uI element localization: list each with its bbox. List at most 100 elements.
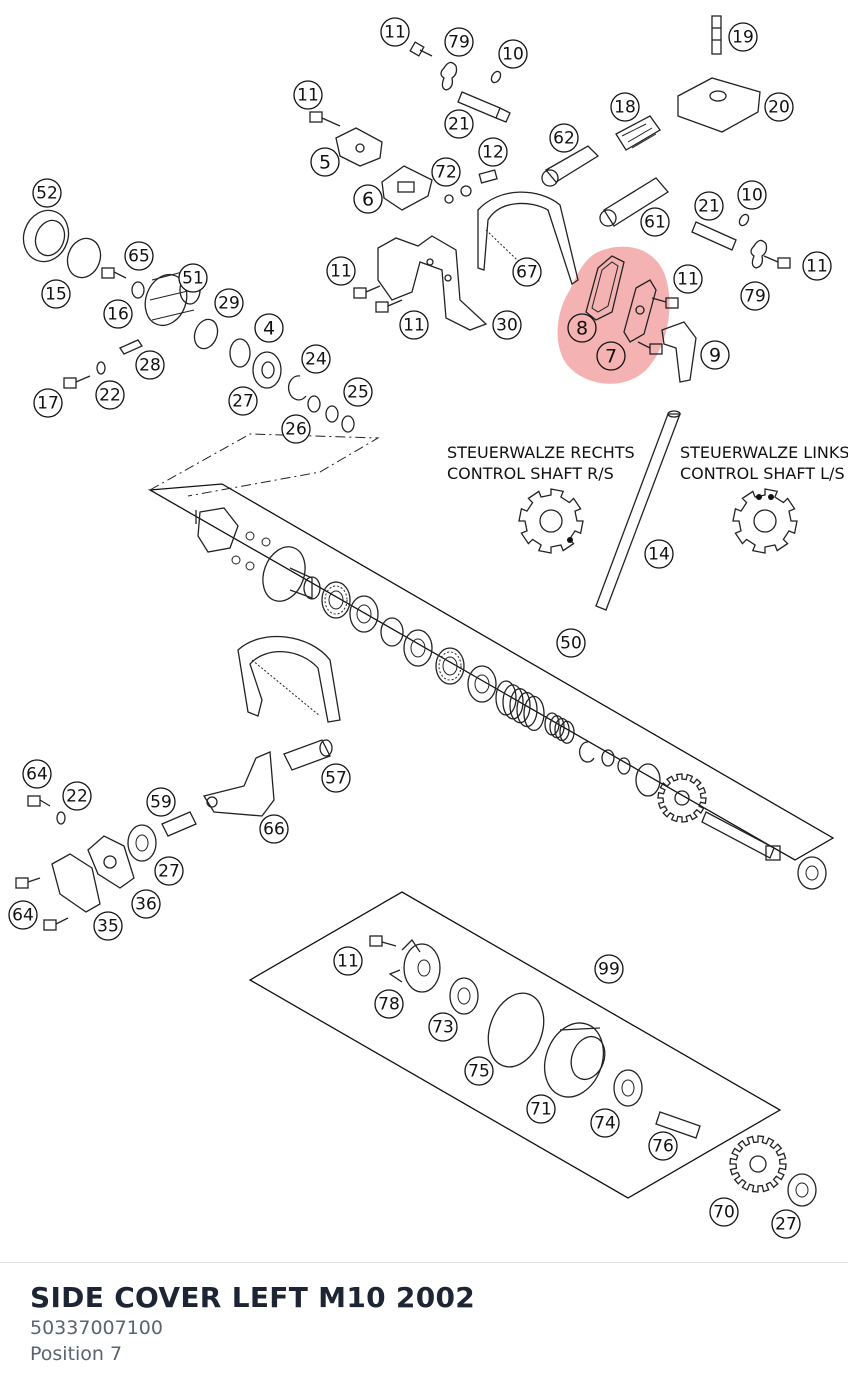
callout-36[interactable]: 36 [131, 889, 161, 919]
gear-part-70 [729, 1135, 787, 1193]
callout-7[interactable]: 7 [596, 341, 626, 371]
callout-57[interactable]: 57 [321, 763, 351, 793]
callout-20[interactable]: 20 [764, 92, 794, 122]
callout-22[interactable]: 22 [95, 380, 125, 410]
callout-27[interactable]: 27 [228, 386, 258, 416]
callout-10[interactable]: 10 [498, 39, 528, 69]
bolt-part-64a [27, 795, 51, 807]
shaft-right-label-de: STEUERWALZE RECHTS [447, 443, 635, 462]
callout-62[interactable]: 62 [549, 123, 579, 153]
callout-22[interactable]: 22 [62, 781, 92, 811]
gasket-part-7 [623, 279, 657, 343]
assembly-frame-99 [248, 891, 782, 1199]
callout-66[interactable]: 66 [259, 814, 289, 844]
callout-11[interactable]: 11 [380, 17, 410, 47]
callout-16[interactable]: 16 [103, 299, 133, 329]
ring-part-72b [444, 194, 454, 204]
oring-part-75 [487, 992, 545, 1068]
svg-text:26: 26 [285, 420, 307, 440]
svg-text:99: 99 [598, 960, 620, 980]
callout-5[interactable]: 5 [310, 147, 340, 177]
callout-11[interactable]: 11 [399, 310, 429, 340]
svg-text:64: 64 [26, 765, 48, 785]
svg-text:73: 73 [432, 1018, 454, 1038]
svg-text:78: 78 [378, 995, 400, 1015]
svg-text:66: 66 [263, 820, 285, 840]
callout-10[interactable]: 10 [737, 180, 767, 210]
bearing-part-74 [613, 1069, 643, 1107]
svg-text:11: 11 [297, 86, 319, 106]
callout-8[interactable]: 8 [567, 313, 597, 343]
bearing-part-27c [797, 856, 827, 890]
callout-74[interactable]: 74 [590, 1108, 620, 1138]
tube-part-14 [595, 413, 681, 611]
svg-text:59: 59 [150, 793, 172, 813]
callout-6[interactable]: 6 [353, 184, 383, 214]
callout-79[interactable]: 79 [740, 281, 770, 311]
svg-text:20: 20 [768, 98, 790, 118]
callout-18[interactable]: 18 [610, 92, 640, 122]
callout-76[interactable]: 76 [648, 1131, 678, 1161]
svg-text:18: 18 [614, 98, 636, 118]
callout-26[interactable]: 26 [281, 414, 311, 444]
callout-72[interactable]: 72 [431, 157, 461, 187]
callout-11[interactable]: 11 [293, 80, 323, 110]
callout-12[interactable]: 12 [478, 137, 508, 167]
svg-text:6: 6 [362, 189, 374, 211]
callout-67[interactable]: 67 [512, 257, 542, 287]
svg-text:52: 52 [36, 184, 58, 204]
callout-11[interactable]: 11 [673, 264, 703, 294]
callout-21[interactable]: 21 [444, 109, 474, 139]
callout-35[interactable]: 35 [93, 911, 123, 941]
callout-59[interactable]: 59 [146, 787, 176, 817]
callout-24[interactable]: 24 [301, 344, 331, 374]
callout-25[interactable]: 25 [343, 377, 373, 407]
gasket-part-35 [51, 853, 101, 913]
part-position: Position 7 [30, 1343, 123, 1365]
callout-11[interactable]: 11 [326, 256, 356, 286]
callout-65[interactable]: 65 [124, 241, 154, 271]
bolt-part-11h [369, 935, 397, 947]
shaft-part-21b [691, 221, 737, 251]
svg-text:51: 51 [182, 269, 204, 289]
callout-71[interactable]: 71 [526, 1094, 556, 1124]
bolt-part [409, 41, 433, 57]
callout-19[interactable]: 19 [728, 22, 758, 52]
callout-99[interactable]: 99 [594, 954, 624, 984]
callout-17[interactable]: 17 [33, 388, 63, 418]
ring-part-72a [460, 185, 472, 197]
callout-9[interactable]: 9 [700, 340, 730, 370]
callout-75[interactable]: 75 [464, 1056, 494, 1086]
callout-11[interactable]: 11 [333, 946, 363, 976]
callout-73[interactable]: 73 [428, 1012, 458, 1042]
callout-52[interactable]: 52 [32, 178, 62, 208]
svg-text:79: 79 [744, 287, 766, 307]
svg-text:11: 11 [330, 262, 352, 282]
callout-79[interactable]: 79 [444, 27, 474, 57]
callout-21[interactable]: 21 [694, 191, 724, 221]
callout-27[interactable]: 27 [771, 1209, 801, 1239]
callout-30[interactable]: 30 [492, 310, 522, 340]
callout-70[interactable]: 70 [709, 1197, 739, 1227]
screw-part-59 [161, 811, 197, 837]
callout-11[interactable]: 11 [802, 251, 832, 281]
svg-text:29: 29 [218, 294, 240, 314]
callout-64[interactable]: 64 [22, 759, 52, 789]
callout-61[interactable]: 61 [640, 207, 670, 237]
control-shaft-left-gear [732, 488, 798, 554]
callout-51[interactable]: 51 [178, 263, 208, 293]
callout-14[interactable]: 14 [644, 539, 674, 569]
callout-64[interactable]: 64 [8, 900, 38, 930]
callout-29[interactable]: 29 [214, 288, 244, 318]
dot-b [261, 537, 271, 547]
plate-part-5 [335, 127, 383, 167]
callout-4[interactable]: 4 [254, 313, 284, 343]
pin-part-28 [119, 339, 143, 355]
control-shaft-right-gear [518, 488, 584, 554]
callout-15[interactable]: 15 [41, 279, 71, 309]
spring-b [544, 712, 575, 744]
callout-28[interactable]: 28 [135, 350, 165, 380]
callout-50[interactable]: 50 [556, 628, 586, 658]
callout-27[interactable]: 27 [154, 856, 184, 886]
callout-78[interactable]: 78 [374, 989, 404, 1019]
